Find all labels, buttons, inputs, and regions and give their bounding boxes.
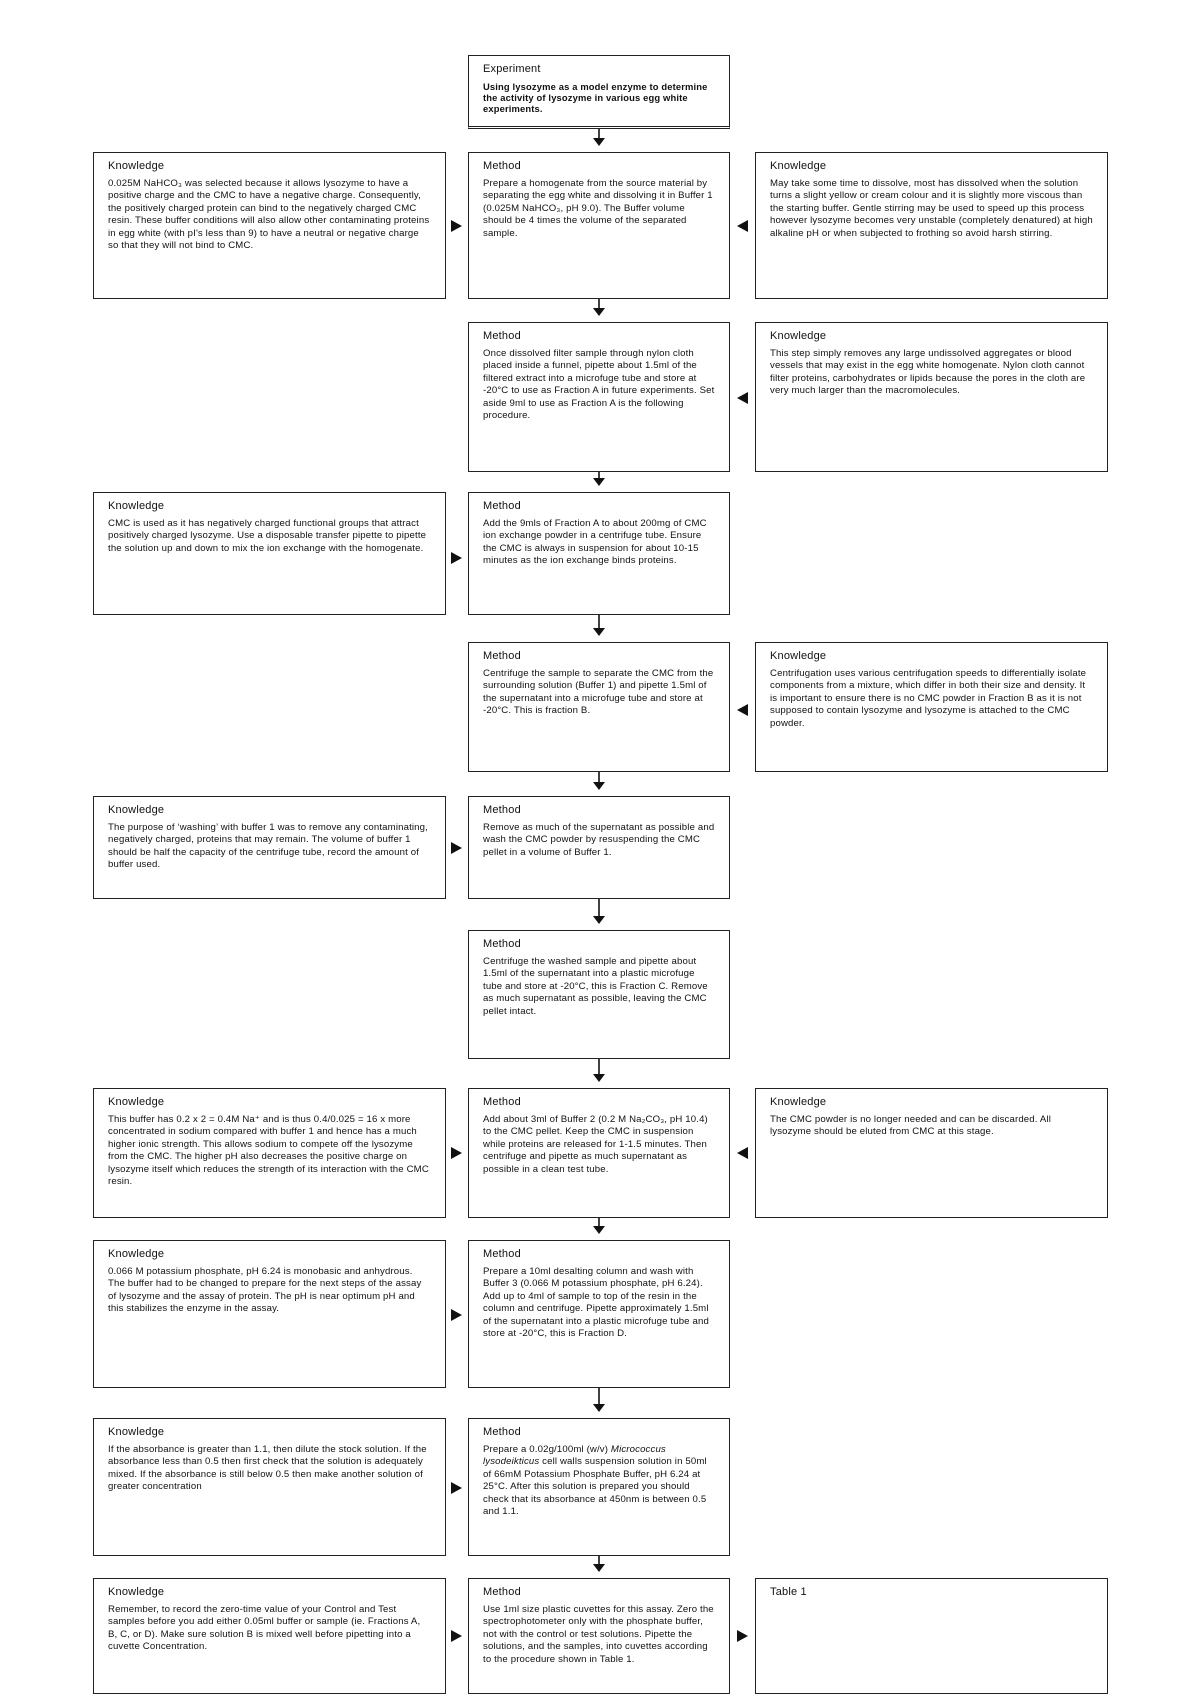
down-arrow-head	[593, 628, 605, 636]
method-box-elute: Method Add about 3ml of Buffer 2 (0.2 M …	[468, 1088, 730, 1218]
down-arrow-head	[593, 916, 605, 924]
method-text: Once dissolved filter sample through nyl…	[483, 348, 715, 422]
experiment-heading: Experiment	[483, 63, 541, 75]
method-box-homogenate: Method Prepare a homogenate from the sou…	[468, 152, 730, 299]
knowledge-text: Remember, to record the zero-time value …	[108, 1604, 421, 1653]
method-heading: Method	[483, 804, 521, 816]
down-arrow-head	[593, 1074, 605, 1082]
method-text: Remove as much of the supernatant as pos…	[483, 822, 715, 858]
knowledge-text: 0.066 M potassium phosphate, pH 6.24 is …	[108, 1266, 422, 1315]
knowledge-heading: Knowledge	[108, 804, 165, 816]
method-text: Prepare a 10ml desalting column and wash…	[483, 1266, 709, 1340]
right-arrow-head	[737, 1630, 748, 1642]
knowledge-box-discard-cmc: Knowledge The CMC powder is no longer ne…	[755, 1088, 1108, 1218]
knowledge-heading: Knowledge	[770, 650, 827, 662]
down-arrow-head	[593, 1404, 605, 1412]
experiment-text: Using lysozyme as a model enzyme to dete…	[483, 81, 708, 114]
knowledge-text: 0.025M NaHCO₃ was selected because it al…	[108, 178, 430, 252]
knowledge-box-zero-time: Knowledge Remember, to record the zero-t…	[93, 1578, 446, 1694]
knowledge-heading: Knowledge	[770, 160, 827, 172]
knowledge-heading: Knowledge	[108, 1096, 165, 1108]
knowledge-box-washing: Knowledge The purpose of ‘washing’ with …	[93, 796, 446, 899]
method-text: Add the 9mls of Fraction A to about 200m…	[483, 518, 707, 567]
knowledge-text: CMC is used as it has negatively charged…	[108, 518, 427, 554]
knowledge-heading: Knowledge	[108, 500, 165, 512]
left-arrow-head	[737, 704, 748, 716]
knowledge-box-buffer-choice: Knowledge 0.025M NaHCO₃ was selected bec…	[93, 152, 446, 299]
down-arrow-head	[593, 782, 605, 790]
method-box-desalting: Method Prepare a 10ml desalting column a…	[468, 1240, 730, 1388]
knowledge-heading: Knowledge	[108, 1426, 165, 1438]
right-arrow-head	[451, 220, 462, 232]
method-box-centrifuge-c: Method Centrifuge the washed sample and …	[468, 930, 730, 1059]
knowledge-box-cmc: Knowledge CMC is used as it has negative…	[93, 492, 446, 615]
method-text: Prepare a homogenate from the source mat…	[483, 178, 713, 239]
method-box-wash: Method Remove as much of the supernatant…	[468, 796, 730, 899]
method-heading: Method	[483, 500, 521, 512]
knowledge-box-buffer2: Knowledge This buffer has 0.2 x 2 = 0.4M…	[93, 1088, 446, 1218]
knowledge-heading: Knowledge	[770, 330, 827, 342]
method-text: Prepare a 0.02g/100ml (w/v) Micrococcus …	[483, 1444, 715, 1518]
method-heading: Method	[483, 160, 521, 172]
knowledge-box-dissolving: Knowledge May take some time to dissolve…	[755, 152, 1108, 299]
down-arrow-head	[593, 478, 605, 486]
right-arrow-head	[451, 842, 462, 854]
down-arrow-head	[593, 1564, 605, 1572]
knowledge-text: May take some time to dissolve, most has…	[770, 178, 1093, 239]
left-arrow-head	[737, 1147, 748, 1159]
knowledge-text: This buffer has 0.2 x 2 = 0.4M Na⁺ and i…	[108, 1114, 429, 1188]
method-heading: Method	[483, 1248, 521, 1260]
method-heading: Method	[483, 650, 521, 662]
method-text: Use 1ml size plastic cuvettes for this a…	[483, 1604, 714, 1665]
method-text: Centrifuge the sample to separate the CM…	[483, 668, 714, 717]
right-arrow-head	[451, 1482, 462, 1494]
method-heading: Method	[483, 1096, 521, 1108]
knowledge-box-centrifugation: Knowledge Centrifugation uses various ce…	[755, 642, 1108, 772]
method-text-species: Micrococcus lysodeikticus	[483, 1444, 666, 1468]
knowledge-heading: Knowledge	[108, 160, 165, 172]
method-text: Add about 3ml of Buffer 2 (0.2 M Na₂CO₃,…	[483, 1114, 708, 1175]
method-box-centrifuge-b: Method Centrifuge the sample to separate…	[468, 642, 730, 772]
method-box-cuvettes: Method Use 1ml size plastic cuvettes for…	[468, 1578, 730, 1694]
knowledge-box-absorbance: Knowledge If the absorbance is greater t…	[93, 1418, 446, 1556]
left-arrow-head	[737, 392, 748, 404]
method-heading: Method	[483, 1426, 521, 1438]
down-arrow-head	[593, 138, 605, 146]
method-box-filter: Method Once dissolved filter sample thro…	[468, 322, 730, 472]
knowledge-text: Centrifugation uses various centrifugati…	[770, 668, 1087, 729]
knowledge-text: If the absorbance is greater than 1.1, t…	[108, 1444, 427, 1493]
method-text-pre: Prepare a 0.02g/100ml (w/v)	[483, 1444, 611, 1455]
method-box-suspension: Method Prepare a 0.02g/100ml (w/v) Micro…	[468, 1418, 730, 1556]
knowledge-text: The purpose of ‘washing’ with buffer 1 w…	[108, 822, 428, 871]
down-arrow-head	[593, 1226, 605, 1234]
method-heading: Method	[483, 1586, 521, 1598]
knowledge-box-phosphate: Knowledge 0.066 M potassium phosphate, p…	[93, 1240, 446, 1388]
left-arrow-head	[737, 220, 748, 232]
method-heading: Method	[483, 330, 521, 342]
knowledge-heading: Knowledge	[108, 1586, 165, 1598]
method-text: Centrifuge the washed sample and pipette…	[483, 956, 708, 1017]
table-1-heading: Table 1	[770, 1586, 807, 1598]
table-1-box: Table 1	[755, 1578, 1108, 1694]
right-arrow-head	[451, 1147, 462, 1159]
knowledge-text: This step simply removes any large undis…	[770, 348, 1086, 397]
knowledge-text: The CMC powder is no longer needed and c…	[770, 1114, 1051, 1138]
right-arrow-head	[451, 552, 462, 564]
knowledge-box-filtering: Knowledge This step simply removes any l…	[755, 322, 1108, 472]
knowledge-heading: Knowledge	[770, 1096, 827, 1108]
method-heading: Method	[483, 938, 521, 950]
down-arrow-head	[593, 308, 605, 316]
right-arrow-head	[451, 1309, 462, 1321]
experiment-box: Experiment Using lysozyme as a model enz…	[468, 55, 730, 129]
method-text-post: cell walls suspension solution in 50ml o…	[483, 1456, 707, 1518]
knowledge-heading: Knowledge	[108, 1248, 165, 1260]
method-box-ion-exchange: Method Add the 9mls of Fraction A to abo…	[468, 492, 730, 615]
right-arrow-head	[451, 1630, 462, 1642]
